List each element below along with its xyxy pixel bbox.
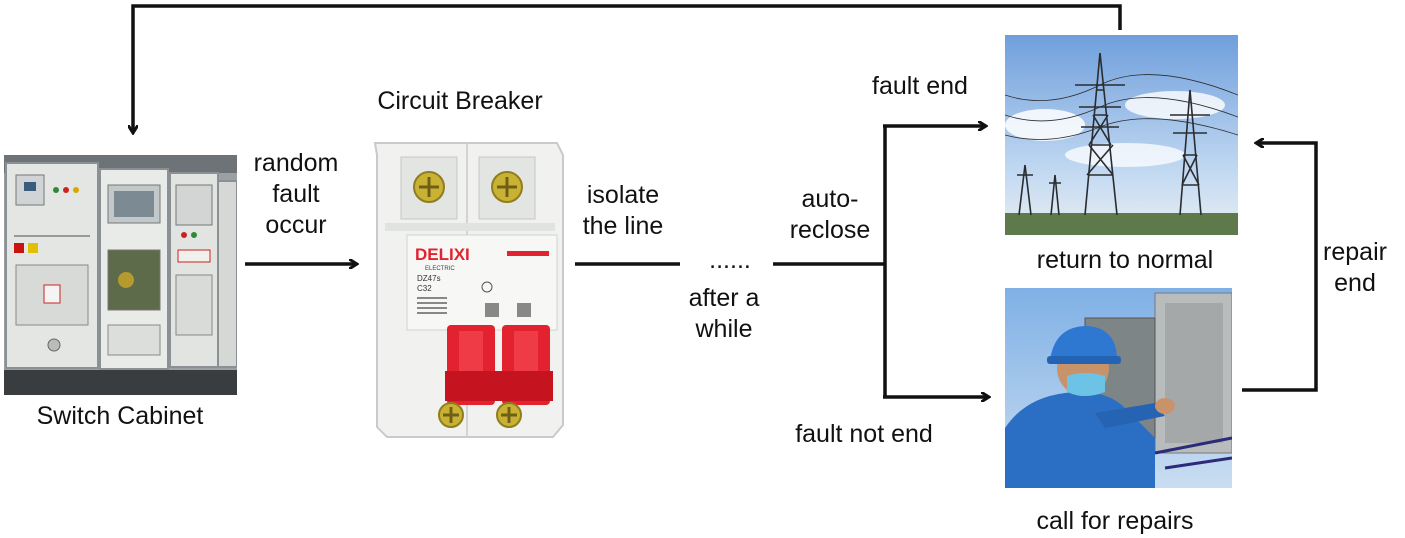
feedback-arrow xyxy=(133,4,1122,132)
switch-cabinet-image xyxy=(4,155,237,395)
breaker-model: DZ47s xyxy=(417,274,441,283)
fault-not-end-label: fault not end xyxy=(795,420,933,448)
repair-worker-image xyxy=(1005,288,1232,488)
return-normal-label: return to normal xyxy=(1036,246,1214,274)
breaker-rating: C32 xyxy=(417,284,432,293)
breaker-sub: ELECTRIC xyxy=(425,266,455,272)
breaker-brand: DELIXI xyxy=(415,245,470,264)
random-fault-label: random fault occur xyxy=(253,149,339,239)
circuit-breaker-label: Circuit Breaker xyxy=(377,87,543,115)
switch-cabinet-label: Switch Cabinet xyxy=(36,402,204,430)
auto-reclose-label: auto- reclose xyxy=(789,185,871,244)
dots-label: ...... xyxy=(709,246,751,274)
repair-end-label: repair end xyxy=(1323,238,1387,297)
after-while-label: after a while xyxy=(688,284,760,343)
power-lines-image xyxy=(1005,35,1238,235)
call-repairs-label: call for repairs xyxy=(1036,507,1194,535)
isolate-line-label: isolate the line xyxy=(582,181,664,240)
repair-end-arrow xyxy=(1242,143,1318,392)
circuit-breaker-image: DELIXI ELECTRIC DZ47s C32 xyxy=(367,135,572,445)
fault-end-label: fault end xyxy=(872,72,968,100)
